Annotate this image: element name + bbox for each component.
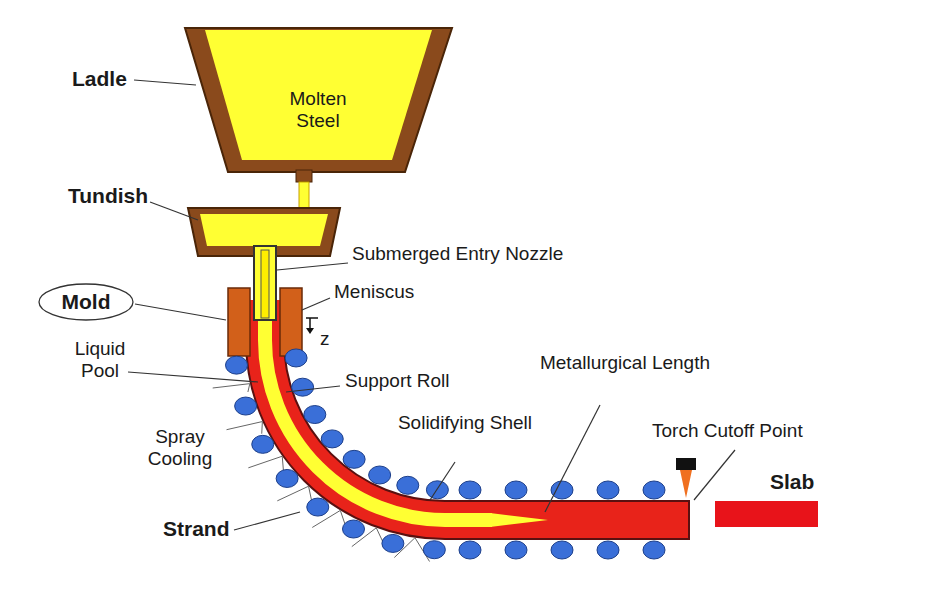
torch-flame [680, 470, 692, 498]
part-name: Ladle [72, 67, 127, 91]
part-name: Strand [163, 517, 230, 541]
support-roll [551, 541, 573, 559]
mold-plate [228, 288, 250, 356]
ladle-nozzle [296, 170, 312, 182]
support-roll [397, 476, 419, 494]
support-roll [505, 541, 527, 559]
support-roll [343, 520, 365, 538]
spray-jet [227, 422, 263, 430]
node-text: Molten Steel [278, 88, 358, 132]
spray-jet [261, 422, 263, 434]
leader-line [277, 263, 348, 270]
support-roll [252, 435, 274, 453]
ellipse-outline [39, 284, 133, 320]
support-roll [459, 541, 481, 559]
part-name: Slab [770, 470, 814, 494]
leader-line [134, 80, 196, 85]
liquid-core-tip [490, 513, 548, 527]
callout-label: Metallurgical Length [535, 352, 715, 374]
spray-jet [248, 456, 282, 468]
support-roll [304, 406, 326, 424]
support-roll [423, 541, 445, 559]
support-roll [597, 481, 619, 499]
torch [676, 458, 696, 470]
z-tick [306, 317, 318, 319]
tundish-steel [200, 214, 328, 246]
support-roll [459, 481, 481, 499]
callout-label: Submerged Entry Nozzle [352, 243, 563, 265]
support-roll [343, 450, 365, 468]
support-roll [382, 534, 404, 552]
support-roll [505, 481, 527, 499]
leader-line [430, 462, 455, 500]
leader-line [128, 372, 258, 382]
support-rolls [213, 349, 665, 562]
spray-jet [248, 384, 250, 392]
entry-nozzle [254, 246, 276, 320]
support-roll [643, 541, 665, 559]
leader-line [302, 298, 330, 310]
ladle-shell [185, 28, 452, 172]
leader-line [545, 405, 600, 512]
support-roll [369, 466, 391, 484]
spray-jet [394, 538, 415, 558]
nozzle-bore [261, 250, 269, 318]
support-roll [235, 397, 257, 415]
z-arrowhead [306, 328, 314, 334]
spray-jet [213, 384, 250, 388]
support-roll [307, 498, 329, 516]
leader-line [694, 450, 735, 500]
leader-line [135, 304, 226, 320]
callout-label: Torch Cutoff Point [652, 420, 803, 442]
spray-jet [277, 486, 308, 501]
ladle-contents: Molten Steel [258, 70, 378, 150]
strand [265, 300, 688, 520]
leader-lines [128, 80, 735, 530]
leader-line [286, 386, 340, 392]
support-roll [597, 541, 619, 559]
callout-label: Solidifying Shell [395, 412, 535, 434]
ladle-steel [205, 30, 432, 160]
callout-label: Liquid Pool [70, 338, 130, 382]
support-roll [226, 356, 248, 374]
part-name: Tundish [68, 184, 148, 208]
support-roll [292, 378, 314, 396]
callout-label: z [320, 328, 330, 350]
leader-line [150, 202, 198, 220]
callout-label: Spray Cooling [130, 426, 230, 470]
spray-jet [352, 528, 376, 547]
cut-slab [715, 501, 818, 527]
spray-jet [312, 510, 340, 527]
circled-label: Mold [38, 283, 134, 321]
callout-label: Support Roll [345, 370, 450, 392]
support-roll [643, 481, 665, 499]
leader-line [234, 512, 300, 530]
callout-label: Meniscus [334, 281, 414, 303]
support-roll [276, 469, 298, 487]
support-roll [285, 349, 307, 367]
node-text: Mold [62, 290, 111, 314]
support-roll [551, 481, 573, 499]
strand-outline [265, 300, 690, 520]
support-roll [321, 430, 343, 448]
mold-plate [280, 288, 302, 356]
